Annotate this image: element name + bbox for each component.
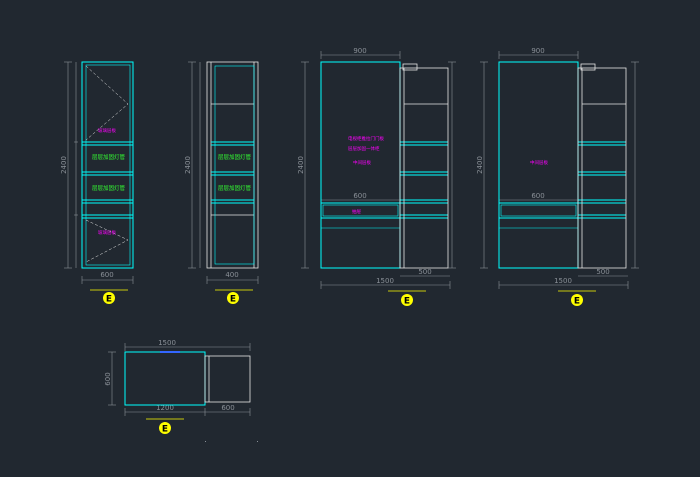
dim-total-height: 2400	[297, 156, 305, 174]
elevation-view-2: 2400 400 层层加固灯管 层层加固灯管 E	[184, 61, 259, 305]
label-integrated-cabinet: 层层加固一体柜	[348, 145, 380, 152]
plan-view-5: 1500 600 1200 600 E	[104, 339, 251, 435]
dim-total-height: 2400	[476, 156, 484, 174]
dim-overall-width: 1500	[376, 277, 394, 285]
elevation-view-4: 2400 900 600 1500 500 中间层板	[476, 47, 639, 307]
dim-mid: 600	[353, 192, 366, 200]
dim-shelf-width: 500	[596, 268, 609, 276]
elevation-view-1: 2400 600 玻璃层板 层层加固灯管 层层加固灯管 玻璃层板 E	[60, 61, 134, 305]
section-marker-tag: E	[574, 297, 580, 307]
dim-mid: 600	[531, 192, 544, 200]
section-marker-tag: E	[162, 425, 168, 435]
label-middle-shelf: 中间层板	[353, 159, 371, 166]
label-light-strip-1: 层层加固灯管	[92, 153, 126, 161]
dim-overall-width: 1500	[554, 277, 572, 285]
section-marker-tag: E	[404, 297, 410, 307]
drawing-ticks	[205, 441, 258, 442]
section-marker-icon	[103, 292, 115, 304]
label-drawer: 抽屉	[352, 208, 361, 215]
section-marker-icon	[159, 422, 171, 434]
elevation-view-3: 2400 900 600 1500 500 电视柜推拉门门板 层层加固一	[297, 47, 456, 307]
dim-top-width: 900	[531, 47, 544, 55]
dim-plan-left: 1200	[156, 404, 174, 412]
label-light-strip-1: 层层加固灯管	[218, 153, 252, 161]
dim-total-height: 2400	[184, 156, 192, 174]
dim-shelf-width: 500	[418, 268, 431, 276]
dim-total-height: 2400	[60, 156, 68, 174]
label-light-strip-2: 层层加固灯管	[92, 184, 126, 192]
label-glass-shelf-bottom: 玻璃层板	[98, 229, 116, 236]
section-marker-icon	[227, 292, 239, 304]
label-glass-shelf-top: 玻璃层板	[98, 127, 116, 134]
dim-plan-width: 1500	[158, 339, 176, 347]
section-marker-tag: E	[230, 295, 236, 305]
section-marker-icon	[401, 294, 413, 306]
dim-width: 400	[225, 271, 238, 279]
dim-plan-right: 600	[221, 404, 234, 412]
section-marker-tag: E	[106, 295, 112, 305]
dim-plan-depth: 600	[104, 372, 112, 385]
dim-width: 600	[100, 271, 113, 279]
label-tv-door-panel: 电视柜推拉门门板	[348, 135, 384, 142]
label-middle-shelf: 中间层板	[530, 159, 548, 166]
section-marker-icon	[571, 294, 583, 306]
label-light-strip-2: 层层加固灯管	[218, 184, 252, 192]
dim-top-width: 900	[353, 47, 366, 55]
